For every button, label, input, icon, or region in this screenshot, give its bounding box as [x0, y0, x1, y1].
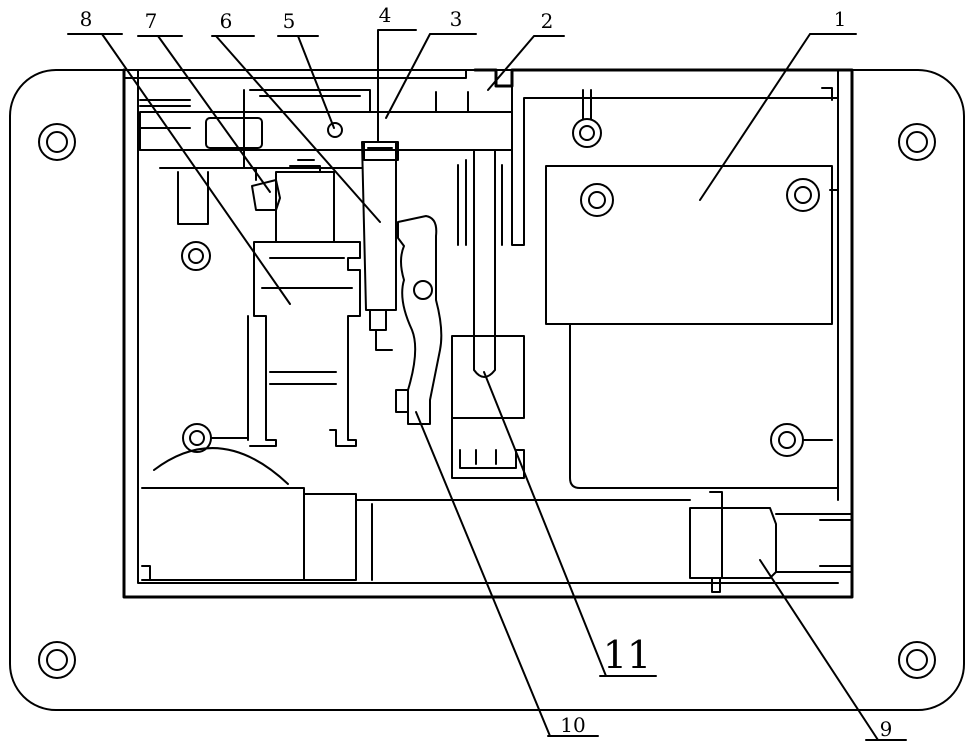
bottom-foot-left	[141, 565, 151, 581]
latch-pivot	[413, 280, 433, 300]
slide-bar-guides	[139, 89, 469, 151]
pivot-latch	[397, 215, 443, 425]
vertical-lever	[361, 141, 397, 311]
leader-line-11	[483, 371, 657, 677]
horizontal-slide-bar	[139, 111, 513, 151]
callout-8: 8	[80, 7, 93, 31]
left-screw-upper	[181, 241, 211, 271]
inner-housing-rim	[123, 69, 839, 584]
leader-line-3	[385, 33, 477, 119]
rod-guide-rails	[457, 159, 503, 246]
leader-line-5	[277, 35, 335, 129]
rod-base-bracket	[451, 417, 525, 479]
bottom-drum	[141, 447, 305, 581]
right-chamber-wall	[511, 85, 839, 246]
callout-2: 2	[541, 9, 554, 33]
pivot-pin	[327, 122, 343, 138]
rod-housing-block	[451, 335, 525, 419]
callout-10: 10	[560, 713, 585, 737]
bottom-channel	[355, 499, 691, 581]
lever-clip-top	[363, 141, 399, 161]
lower-chamber-outline	[569, 323, 839, 489]
motor-mount-bracket	[159, 167, 363, 225]
motor-cap	[289, 159, 321, 173]
callout-1: 1	[834, 7, 847, 31]
small-gear	[251, 179, 281, 211]
leader-line-10	[415, 411, 599, 737]
callout-4: 4	[379, 3, 392, 27]
callout-9: 9	[880, 717, 893, 741]
leader-line-1	[699, 33, 857, 201]
latch-stop	[395, 389, 409, 413]
callout-3: 3	[450, 7, 463, 31]
leader-line-4	[377, 29, 417, 143]
callout-6: 6	[220, 9, 233, 33]
leader-lines	[67, 29, 907, 741]
corner-mounting-hole-bottom-right	[898, 641, 936, 679]
left-frame-column	[243, 89, 249, 441]
chamber-screw-bottom	[770, 423, 833, 457]
leader-line-6	[211, 35, 381, 223]
callout-11: 11	[603, 633, 651, 677]
slide-end-block	[205, 117, 263, 149]
callout-5: 5	[283, 9, 296, 33]
lever-bottom-pin	[369, 309, 393, 351]
sensor-panel	[545, 165, 833, 325]
corner-mounting-hole-bottom-left	[38, 641, 76, 679]
motor-body	[275, 171, 335, 243]
top-right-bracket	[821, 87, 839, 211]
vertical-push-rod	[473, 149, 496, 378]
leader-line-7	[137, 35, 271, 193]
panel-screw-top	[572, 89, 602, 148]
corner-mounting-hole-top-right	[898, 123, 936, 161]
panel-screw-left	[580, 183, 614, 217]
callout-labels: 1 2 3 4 5 6 7 8 9 10 11	[80, 3, 893, 741]
leader-line-9	[759, 559, 907, 741]
left-screw-lower	[182, 423, 249, 453]
leader-line-8	[67, 33, 291, 305]
corner-mounting-hole-top-left	[38, 123, 76, 161]
gear-housing	[249, 241, 361, 447]
callout-7: 7	[145, 9, 158, 33]
leader-line-2	[487, 35, 565, 91]
drum-side-block	[303, 493, 357, 581]
inner-housing-frame	[122, 68, 854, 599]
side-connector	[689, 491, 853, 593]
panel-screw-right	[786, 178, 820, 212]
